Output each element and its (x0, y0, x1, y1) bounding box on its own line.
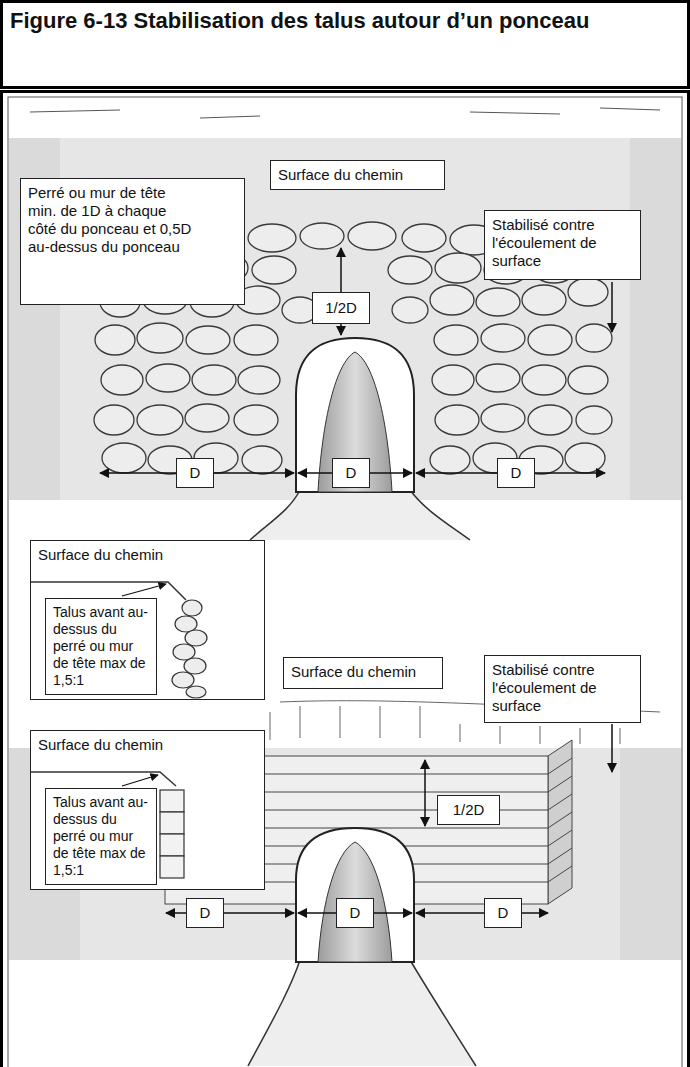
dimension-label: D (336, 464, 366, 482)
note-text: Perré ou mur de tête min. de 1D à chaque… (28, 184, 193, 256)
dimension-box: 1/2D (312, 292, 370, 324)
dimension-box: D (497, 458, 535, 488)
dimension-label: 1/2D (441, 801, 496, 819)
note-text: Talus avant au-dessus du perré ou mur de… (53, 604, 149, 689)
dimension-box: D (186, 898, 224, 928)
note-text: Stabilisé contre l'écoulement de surface (492, 661, 633, 715)
note-text: Surface du chemin (291, 663, 435, 681)
dimension-box: 1/2D (437, 795, 500, 825)
road-surface-label: Surface du chemin (283, 657, 443, 689)
leader-arrow (122, 775, 158, 786)
note-text: Surface du chemin (278, 166, 437, 184)
note-text: Surface du chemin (38, 736, 257, 754)
stabilised-note-box: Stabilisé contre l'écoulement de surface (484, 655, 641, 723)
stream-ground (9, 960, 681, 1065)
title-frame (2, 2, 689, 88)
leader-arrow (611, 724, 613, 772)
leader-arrow (122, 584, 166, 596)
leader-arrow (611, 282, 613, 332)
stream-bed (250, 490, 470, 540)
stream-bed (248, 960, 476, 1066)
dimension-label: D (180, 464, 210, 482)
stone-stack (172, 600, 207, 698)
inset-panel: Surface du cheminTalus avant au-dessus d… (30, 540, 265, 700)
block-stack (160, 790, 184, 878)
slope-line (31, 772, 176, 786)
dimension-box: D (332, 458, 370, 488)
inset-panel: Surface du cheminTalus avant au-dessus d… (30, 730, 265, 890)
headwall-note-box: Perré ou mur de tête min. de 1D à chaque… (20, 178, 245, 305)
note-text: Surface du chemin (38, 546, 257, 564)
dimension-box: D (176, 458, 214, 488)
figure-title: Figure 6-13 Stabilisation des talus auto… (10, 7, 650, 34)
dimension-label: D (340, 904, 370, 922)
dimension-box: D (484, 898, 522, 928)
stabilised-note-box: Stabilisé contre l'écoulement de surface (484, 210, 641, 280)
panel-frame (8, 97, 682, 1067)
dimension-label: D (501, 464, 531, 482)
dimension-label: 1/2D (316, 299, 366, 317)
inset-ground (30, 540, 265, 700)
stream-bank (250, 490, 470, 540)
slope-note-box: Talus avant au-dessus du perré ou mur de… (45, 598, 157, 695)
culvert-opening (318, 352, 392, 492)
note-text: Stabilisé contre l'écoulement de surface (492, 216, 633, 270)
inset-ground (30, 730, 265, 890)
slope-note-box: Talus avant au-dessus du perré ou mur de… (45, 788, 157, 885)
embankment-face (9, 138, 681, 500)
top-road (30, 108, 660, 118)
culvert-face (296, 828, 414, 962)
note-text: Talus avant au-dessus du perré ou mur de… (53, 794, 149, 879)
culvert-opening (318, 842, 392, 962)
stream-bank (248, 960, 476, 1066)
dimension-label: D (488, 904, 518, 922)
dimension-box: D (336, 898, 374, 928)
culvert-face (296, 338, 414, 492)
road-surface-label: Surface du chemin (270, 160, 445, 190)
dimension-label: D (190, 904, 220, 922)
